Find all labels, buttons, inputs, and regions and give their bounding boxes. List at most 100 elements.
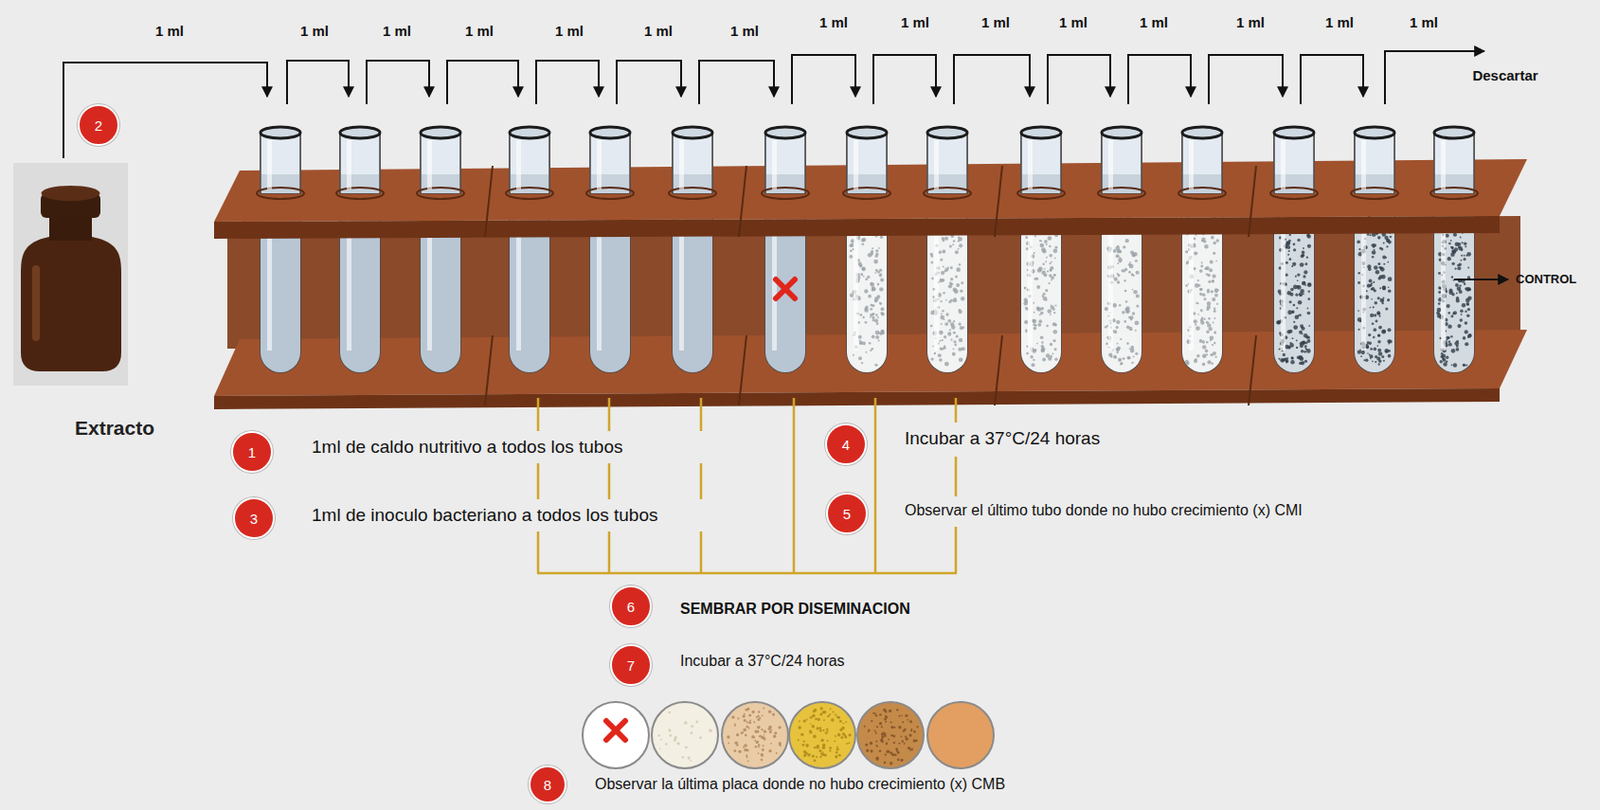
callout-number: 1 bbox=[248, 445, 256, 460]
colony-dot bbox=[822, 729, 825, 732]
colony-dot bbox=[826, 715, 830, 719]
turbidity-dot bbox=[1373, 347, 1378, 352]
turbidity-dot bbox=[1450, 314, 1454, 318]
tube-glass bbox=[927, 132, 968, 194]
turbidity-dot bbox=[952, 243, 954, 246]
colony-dot bbox=[772, 713, 775, 717]
colony-dot bbox=[773, 735, 776, 738]
tube-highlight bbox=[346, 140, 352, 190]
callout-number: 4 bbox=[842, 437, 850, 452]
turbidity-dot bbox=[1185, 250, 1188, 253]
turbidity-dot bbox=[1132, 274, 1135, 277]
turbidity-dot bbox=[1205, 266, 1210, 270]
turbidity-dot bbox=[1457, 246, 1463, 252]
turbidity-dot bbox=[1116, 348, 1120, 352]
colony-dot bbox=[822, 743, 826, 747]
turbidity-dot bbox=[1369, 347, 1373, 351]
turbidity-dot bbox=[1036, 342, 1039, 345]
tube-rim bbox=[672, 126, 713, 139]
turbidity-dot bbox=[949, 328, 952, 331]
colony-dot bbox=[823, 719, 826, 721]
turbidity-dot bbox=[1199, 287, 1203, 291]
volume-label: 1 ml bbox=[1325, 14, 1354, 31]
step-text: 1ml de caldo nutritivo a todos los tubos bbox=[311, 436, 623, 458]
turbidity-dot bbox=[849, 249, 852, 252]
tube-rim bbox=[420, 126, 461, 139]
turbidity-dot bbox=[880, 329, 884, 334]
turbidity-dot bbox=[1387, 288, 1391, 292]
turbidity-dot bbox=[1301, 251, 1306, 255]
turbidity-dot bbox=[944, 361, 950, 367]
colony-dot bbox=[757, 752, 760, 755]
turbidity-dot bbox=[1185, 359, 1189, 364]
turbidity-dot bbox=[1306, 233, 1311, 238]
colony-dot bbox=[734, 740, 738, 745]
turbidity-dot bbox=[1463, 363, 1466, 366]
turbidity-dot bbox=[1467, 267, 1470, 270]
turbidity-dot bbox=[872, 319, 876, 323]
turbidity-dot bbox=[1452, 312, 1456, 316]
colony-dot bbox=[879, 721, 882, 725]
colony-dot bbox=[744, 734, 748, 738]
turbidity-dot bbox=[1115, 347, 1120, 352]
tube-highlight bbox=[516, 140, 522, 190]
turbidity-dot bbox=[1046, 269, 1049, 272]
turbidity-dot bbox=[1383, 286, 1385, 288]
turbidity-dot bbox=[1464, 287, 1468, 290]
turbidity-dot bbox=[1286, 357, 1289, 360]
turbidity-dot bbox=[1460, 249, 1464, 252]
turbidity-dot bbox=[1033, 311, 1036, 314]
rack-shelf-bottom-front bbox=[214, 388, 1500, 410]
turbidity-dot bbox=[1293, 304, 1296, 307]
colony-dot bbox=[885, 742, 889, 746]
turbidity-dot bbox=[1053, 329, 1059, 335]
colony-dot bbox=[761, 748, 765, 752]
turbidity-dot bbox=[938, 358, 943, 362]
turbidity-dot bbox=[1377, 344, 1380, 347]
tube-highlight bbox=[1280, 140, 1286, 190]
turbidity-dot bbox=[1211, 279, 1215, 283]
turbidity-dot bbox=[1370, 298, 1373, 301]
turbidity-dot bbox=[1121, 269, 1125, 272]
turbidity-dot bbox=[1131, 361, 1133, 364]
colony-dot bbox=[889, 761, 893, 765]
turbidity-dot bbox=[1129, 347, 1132, 350]
turbidity-dot bbox=[1377, 340, 1381, 343]
tube-rim bbox=[765, 126, 806, 139]
tube-hole bbox=[923, 187, 971, 199]
colony-dot bbox=[660, 738, 663, 741]
turbidity-dot bbox=[939, 347, 943, 351]
red-x-stroke bbox=[606, 720, 626, 740]
turbidity-dot bbox=[1293, 321, 1295, 324]
turbidity-dot bbox=[880, 333, 882, 336]
turbidity-dot bbox=[1042, 294, 1045, 298]
turbidity-dot bbox=[952, 352, 956, 357]
turbidity-dot bbox=[1462, 257, 1466, 261]
turbidity-dot bbox=[1462, 363, 1466, 367]
turbidity-dot bbox=[950, 277, 953, 281]
turbidity-dot bbox=[1288, 239, 1292, 243]
turbidity-dot bbox=[1461, 241, 1464, 244]
turbidity-dot bbox=[1217, 288, 1220, 291]
colony-dot bbox=[689, 759, 692, 762]
colony-dot bbox=[809, 716, 813, 720]
turbidity-dot bbox=[878, 339, 881, 342]
tube-glass bbox=[260, 132, 301, 373]
turbidity-dot bbox=[1467, 303, 1470, 306]
turbidity-dot bbox=[1215, 260, 1218, 263]
turbidity-dot bbox=[1124, 268, 1128, 271]
volume-label: 1 ml bbox=[900, 14, 930, 31]
bracket-line bbox=[700, 531, 703, 574]
turbidity-dot bbox=[1193, 319, 1198, 324]
turbidity-dot bbox=[1194, 245, 1197, 248]
turbidity-dot bbox=[1282, 353, 1286, 357]
colony-dot bbox=[845, 742, 848, 745]
turbidity-dot bbox=[1359, 348, 1362, 351]
turbidity-dot bbox=[1024, 306, 1027, 309]
turbidity-dot bbox=[1213, 330, 1217, 334]
turbidity-dot bbox=[1386, 339, 1391, 343]
turbidity-dot bbox=[937, 353, 942, 358]
turbidity-dot bbox=[1122, 245, 1126, 249]
turbidity-dot bbox=[1206, 273, 1210, 277]
